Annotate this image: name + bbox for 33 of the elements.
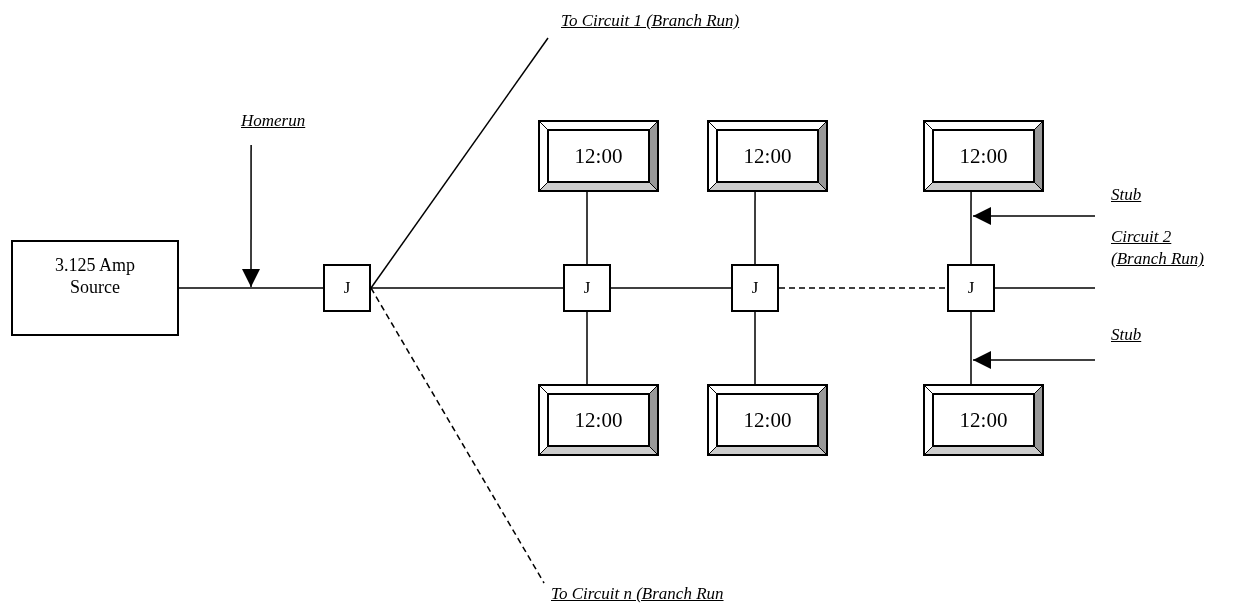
- clock-time: 12:00: [958, 407, 1009, 434]
- junction-box: J: [731, 264, 779, 312]
- wire-line: [586, 311, 588, 385]
- leader-arrow: [242, 144, 260, 288]
- wire-line: [370, 287, 564, 289]
- wire-line: [586, 191, 588, 265]
- source-box: 3.125 Amp Source: [11, 240, 179, 336]
- wire-line: [370, 287, 545, 584]
- wire-line: [178, 287, 324, 289]
- wire-line: [972, 351, 1096, 369]
- callout-label: Circuit 2 (Branch Run): [1095, 226, 1219, 294]
- junction-box: J: [563, 264, 611, 312]
- callout-label: To Circuit n (Branch Run: [535, 583, 787, 611]
- wire-line: [754, 311, 756, 385]
- wire-line: [610, 287, 732, 289]
- clock-time: 12:00: [573, 407, 624, 434]
- clock-time: 12:00: [742, 143, 793, 170]
- clock-time: 12:00: [958, 143, 1009, 170]
- junction-box: J: [323, 264, 371, 312]
- callout-label: Stub: [1095, 184, 1165, 222]
- clock-time: 12:00: [573, 143, 624, 170]
- callout-label: Homerun: [225, 110, 315, 145]
- wire-line: [972, 207, 1096, 225]
- wire-line: [970, 191, 972, 265]
- wire-line: [370, 37, 549, 289]
- wire-line: [778, 287, 948, 289]
- junction-box: J: [947, 264, 995, 312]
- wire-line: [970, 311, 972, 385]
- wire-line: [994, 287, 1096, 289]
- wire-line: [754, 191, 756, 265]
- callout-label: Stub: [1095, 324, 1165, 364]
- clock-time: 12:00: [742, 407, 793, 434]
- callout-label: To Circuit 1 (Branch Run): [545, 10, 777, 38]
